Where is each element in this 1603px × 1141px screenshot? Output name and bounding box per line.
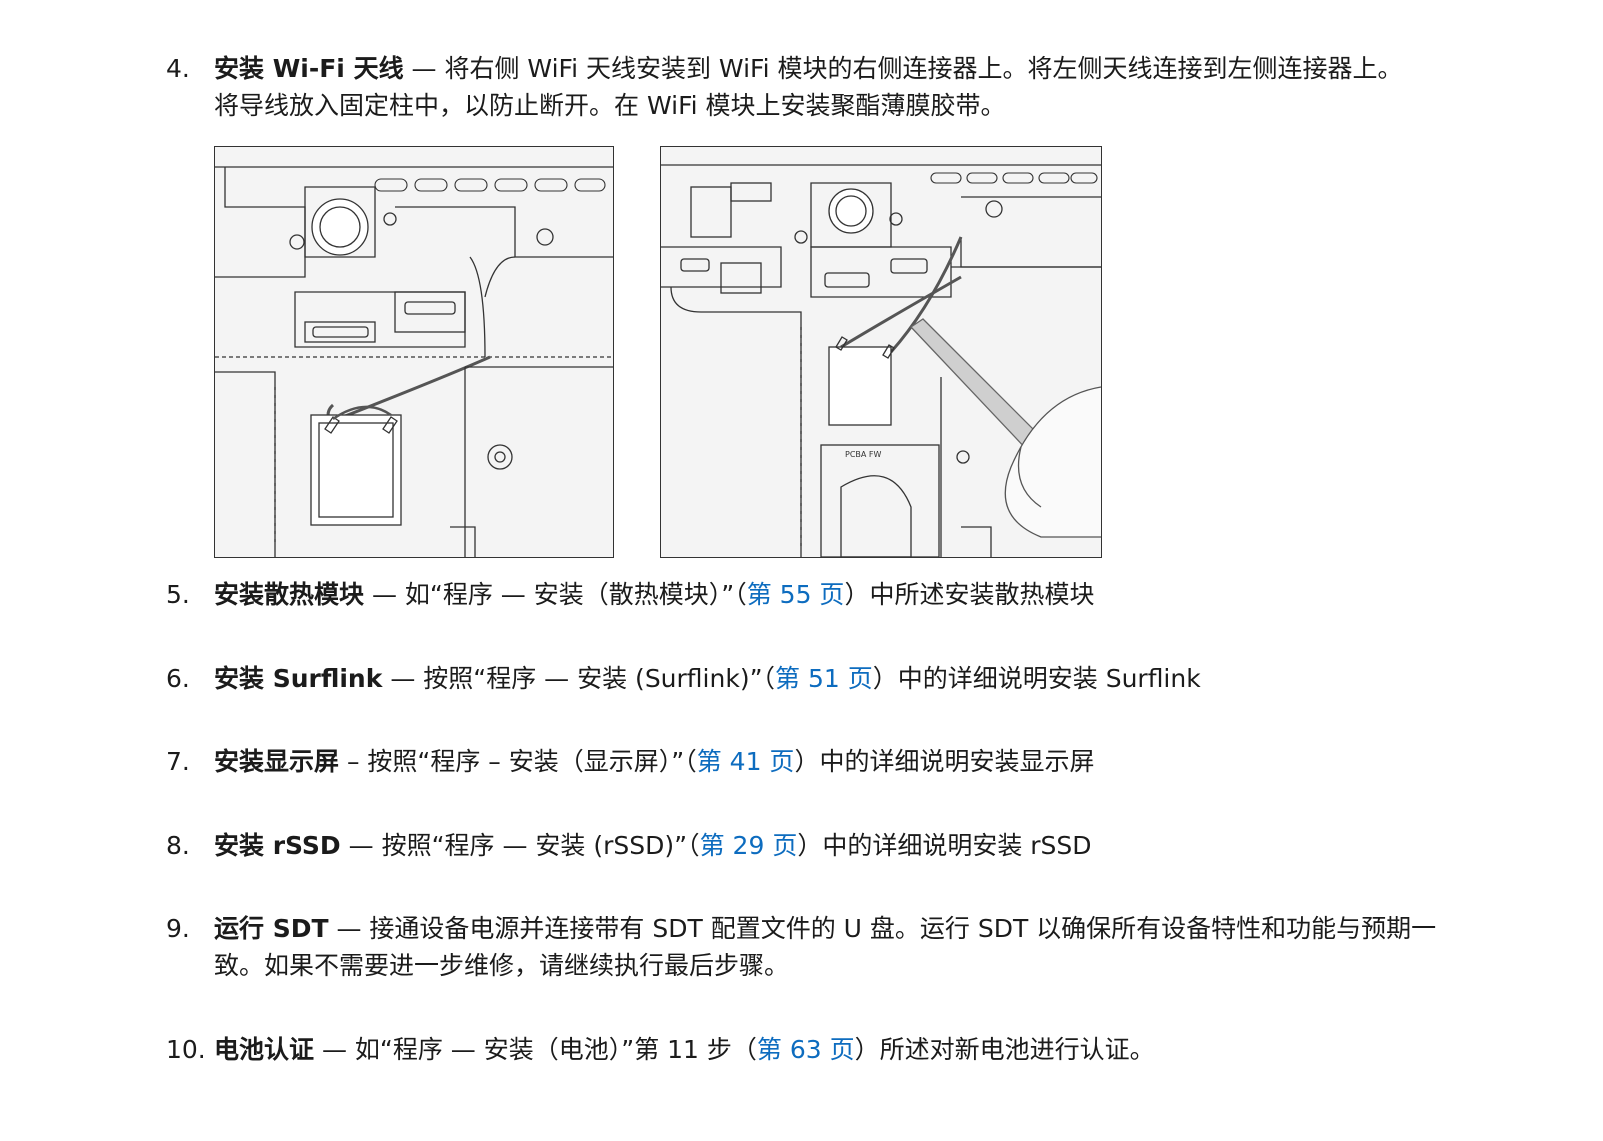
step-text: 安装 Surflink — 按照“程序 — 安装 (Surflink)”（第 5… [214,660,1504,697]
step-title: 安装 Wi-Fi 天线 [214,54,404,83]
page-link-41[interactable]: 第 41 页 [696,747,795,776]
step-desc-line1: — 接通设备电源并连接带有 SDT 配置文件的 U 盘。运行 SDT 以确保所有… [328,914,1437,943]
step-desc-line2: 致。如果不需要进一步维修，请继续执行最后步骤。 [214,951,790,980]
board-diagram-left [215,166,613,557]
step-number: 4. [166,54,190,83]
step-text: 安装显示屏 – 按照“程序 – 安装（显示屏）”（第 41 页）中的详细说明安装… [214,743,1504,780]
step-desc-post: ）中的详细说明安装 rSSD [797,831,1092,860]
board-diagram-right: PCBA FW [661,164,1101,557]
step-number: 5. [166,580,190,609]
step-desc-line1: — 将右侧 WiFi 天线安装到 WiFi 模块的右侧连接器上。将左侧天线连接到… [403,54,1403,83]
step-title: 安装散热模块 [214,580,365,609]
step-desc-post: ）中所述安装散热模块 [844,580,1095,609]
step-desc: — 按照“程序 — 安装 (Surflink)”（ [382,664,776,693]
step-desc-post: ）中的详细说明安装 Surflink [872,664,1201,693]
step-desc: — 按照“程序 — 安装 (rSSD)”（ [340,831,700,860]
step-title: 安装 rSSD [214,831,341,860]
step-number: 10. [166,1035,206,1064]
step-desc-line2: 将导线放入固定柱中，以防止断开。在 WiFi 模块上安装聚酯薄膜胶带。 [214,91,1006,120]
step-title: 电池认证 [214,1035,315,1064]
pcba-label: PCBA FW [845,450,882,459]
step-text: 运行 SDT — 接通设备电源并连接带有 SDT 配置文件的 U 盘。运行 SD… [214,910,1504,984]
step-number: 8. [166,831,190,860]
step-desc: – 按照“程序 – 安装（显示屏）”（ [339,747,697,776]
page-link-55[interactable]: 第 55 页 [746,580,845,609]
step-text: 安装 Wi-Fi 天线 — 将右侧 WiFi 天线安装到 WiFi 模块的右侧连… [214,50,1504,124]
step-desc: — 如“程序 — 安装（散热模块）”（ [364,580,747,609]
page-link-63[interactable]: 第 63 页 [756,1035,855,1064]
step-text: 安装散热模块 — 如“程序 — 安装（散热模块）”（第 55 页）中所述安装散热… [214,576,1504,613]
step-number: 7. [166,747,190,776]
wifi-antenna-figure-left [214,146,614,558]
step-number: 6. [166,664,190,693]
step-text: 电池认证 — 如“程序 — 安装（电池）”第 11 步（第 63 页）所述对新电… [214,1031,1504,1068]
step-desc: — 如“程序 — 安装（电池）”第 11 步（ [314,1035,757,1064]
step-title: 安装 Surflink [214,664,383,693]
step-title: 运行 SDT [214,914,329,943]
page-link-51[interactable]: 第 51 页 [775,664,873,693]
step-text: 安装 rSSD — 按照“程序 — 安装 (rSSD)”（第 29 页）中的详细… [214,827,1504,864]
step-desc-post: ）中的详细说明安装显示屏 [794,747,1095,776]
step-desc-post: ）所述对新电池进行认证。 [854,1035,1155,1064]
step-number: 9. [166,914,190,943]
page-link-29[interactable]: 第 29 页 [699,831,798,860]
wifi-antenna-figure-right: PCBA FW [660,146,1102,558]
step-title: 安装显示屏 [214,747,340,776]
